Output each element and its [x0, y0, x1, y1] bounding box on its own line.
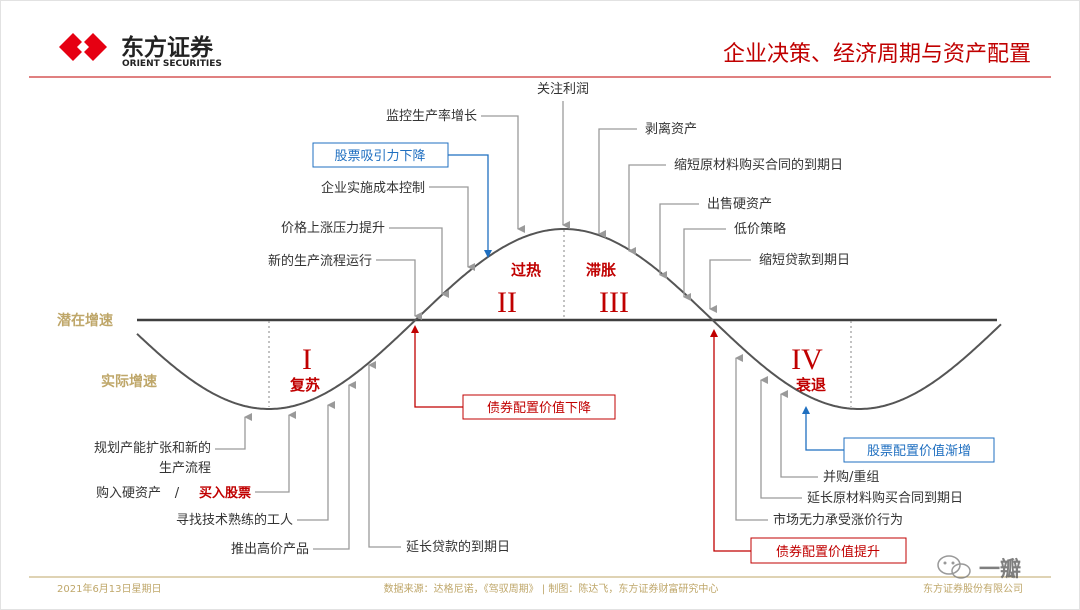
- page-title: 企业决策、经济周期与资产配置: [723, 42, 1031, 67]
- annotation-skilled-workers: 寻找技术熟练的工人: [176, 512, 293, 528]
- annotation-stock-value-up: 股票配置价值渐增: [867, 443, 971, 459]
- logo: 东方证券 ORIENT SECURITIES: [59, 33, 222, 69]
- annotation-new-process: 新的生产流程运行: [268, 253, 372, 269]
- arrow: [481, 115, 525, 233]
- arrow: [376, 259, 422, 320]
- arrow: [760, 376, 802, 499]
- arrow: [709, 259, 751, 313]
- footer-company: 东方证券股份有限公司: [923, 582, 1023, 595]
- logo-en: ORIENT SECURITIES: [122, 59, 222, 69]
- annotation-mna: 并购/重组: [823, 469, 879, 485]
- annotation-cost-control: 企业实施成本控制: [321, 180, 425, 196]
- arrow: [448, 154, 489, 252]
- arrow: [780, 390, 818, 478]
- annotation-extend-loans: 延长贷款的到期日: [406, 539, 510, 555]
- stock-appeal-box: [312, 142, 449, 168]
- arrow-head: [411, 325, 419, 333]
- annotation-shorten-contracts: 缩短原材料购买合同的到期日: [674, 157, 843, 173]
- wechat-icon: [937, 555, 971, 579]
- arrow: [713, 335, 751, 552]
- footer-source: 数据来源：达格尼诺，《驾驭周期》 | 制图：陈达飞，东方证券财富研究中心: [384, 582, 719, 595]
- arrow: [215, 413, 252, 450]
- phase-4-label: 衰退: [795, 376, 826, 394]
- annotation-extend-contracts: 延长原材料购买合同到期日: [807, 490, 963, 506]
- arrow: [805, 412, 844, 451]
- footer-date: 2021年6月13日星期日: [57, 582, 162, 595]
- arrow: [659, 203, 699, 279]
- phase-4-numeral: IV: [791, 343, 823, 376]
- logo-mark-icon: [59, 33, 107, 61]
- arrow: [683, 228, 726, 301]
- logo-cn: 东方证券: [121, 34, 214, 61]
- business-cycle-curve: [136, 228, 1002, 410]
- annotation-sell-hard-assets: 出售硬资产: [707, 196, 772, 212]
- annotation-buy-hard-assets: 购入硬资产: [96, 485, 161, 501]
- annotation-low-price: 低价策略: [734, 221, 786, 237]
- annotation-bond-value-down: 债券配置价值下降: [487, 400, 591, 416]
- annotation-plan-capacity-2: 生产流程: [159, 461, 211, 476]
- arrow: [389, 227, 449, 298]
- annotation-market-weak: 市场无力承受涨价行为: [773, 512, 903, 528]
- bond-value-down-box: [462, 394, 616, 420]
- arrow-head: [710, 329, 718, 337]
- stock-value-up-box: [843, 437, 995, 463]
- potential-growth-label: 潜在增速: [57, 312, 113, 329]
- arrow: [735, 354, 768, 521]
- annotation-focus-profit: 关注利润: [537, 82, 589, 97]
- phase-3-label: 滞胀: [586, 261, 616, 279]
- annotation-buy-stocks: 买入股票: [199, 485, 251, 501]
- arrow-head: [802, 406, 810, 414]
- annotation-price-pressure: 价格上涨压力提升: [281, 220, 385, 236]
- annotation-shorten-loans: 缩短贷款到期日: [759, 252, 850, 268]
- annotation-separator: /: [175, 486, 180, 501]
- annotation-monitor-productivity: 监控生产率增长: [386, 108, 477, 124]
- phase-1-label: 复苏: [289, 376, 320, 394]
- arrow: [255, 411, 296, 493]
- arrow-head: [484, 250, 492, 258]
- arrow: [628, 164, 666, 255]
- arrow: [598, 128, 637, 238]
- annotation-premium-products: 推出高价产品: [231, 541, 309, 557]
- actual-growth-label: 实际增速: [101, 373, 157, 390]
- annotation-divest: 剥离资产: [645, 121, 697, 137]
- watermark: 一瓣: [937, 555, 1021, 581]
- arrow: [297, 401, 335, 521]
- arrow: [429, 186, 475, 271]
- watermark-text: 一瓣: [979, 557, 1021, 581]
- arrow: [368, 361, 401, 548]
- annotation-plan-capacity-1: 规划产能扩张和新的: [94, 440, 211, 456]
- arrow: [414, 331, 463, 408]
- phase-2-label: 过热: [511, 261, 541, 279]
- annotation-stock-appeal-down: 股票吸引力下降: [334, 149, 425, 164]
- annotation-bond-value-up: 债券配置价值提升: [776, 544, 880, 560]
- arrow: [313, 381, 356, 550]
- phase-3-numeral: III: [599, 286, 629, 319]
- bond-value-up-box: [750, 537, 907, 564]
- phase-1-numeral: I: [302, 343, 312, 376]
- phase-2-numeral: II: [497, 286, 517, 319]
